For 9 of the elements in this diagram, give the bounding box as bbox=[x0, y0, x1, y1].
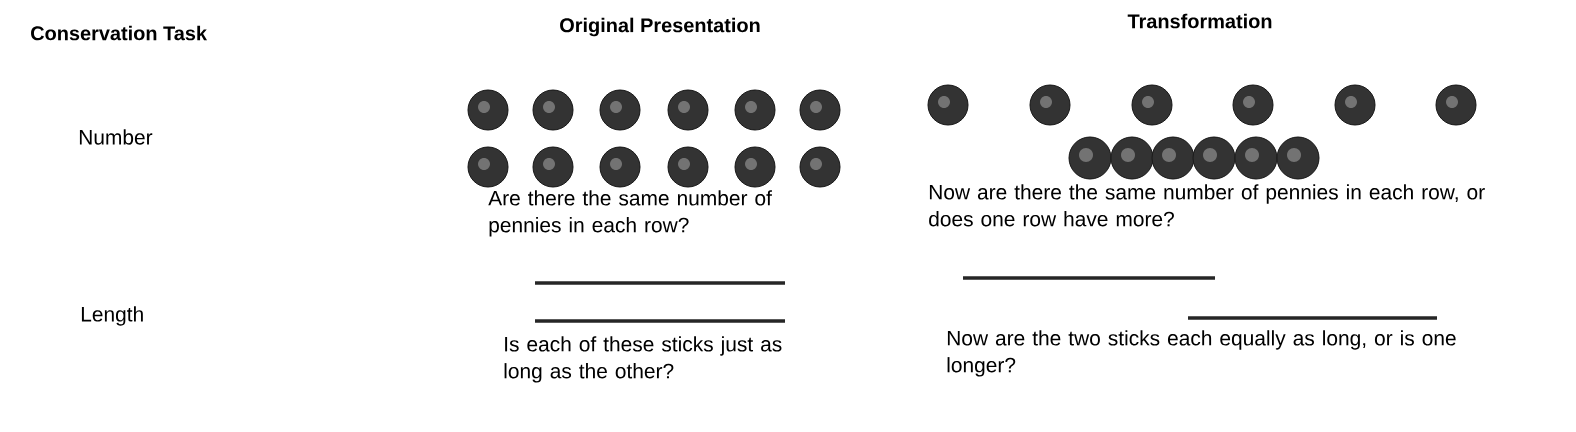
column-heading: Conservation Task bbox=[31, 25, 207, 41]
question-text: Is each of these sticks just as long as the other? bbox=[504, 336, 782, 383]
question-text: Now are the two sticks each equally as long, or is one longer? bbox=[947, 330, 1456, 377]
row-label: Length bbox=[81, 306, 143, 326]
row-label: Number bbox=[79, 129, 153, 145]
question-text: Are there the same number of pennies in each row? bbox=[488, 190, 772, 237]
column-heading: Transformation bbox=[1127, 13, 1272, 29]
column-heading: Original Presentation bbox=[560, 17, 760, 37]
question-text: Now are there the same number of pennies in each row, or does one row have more? bbox=[929, 184, 1485, 227]
